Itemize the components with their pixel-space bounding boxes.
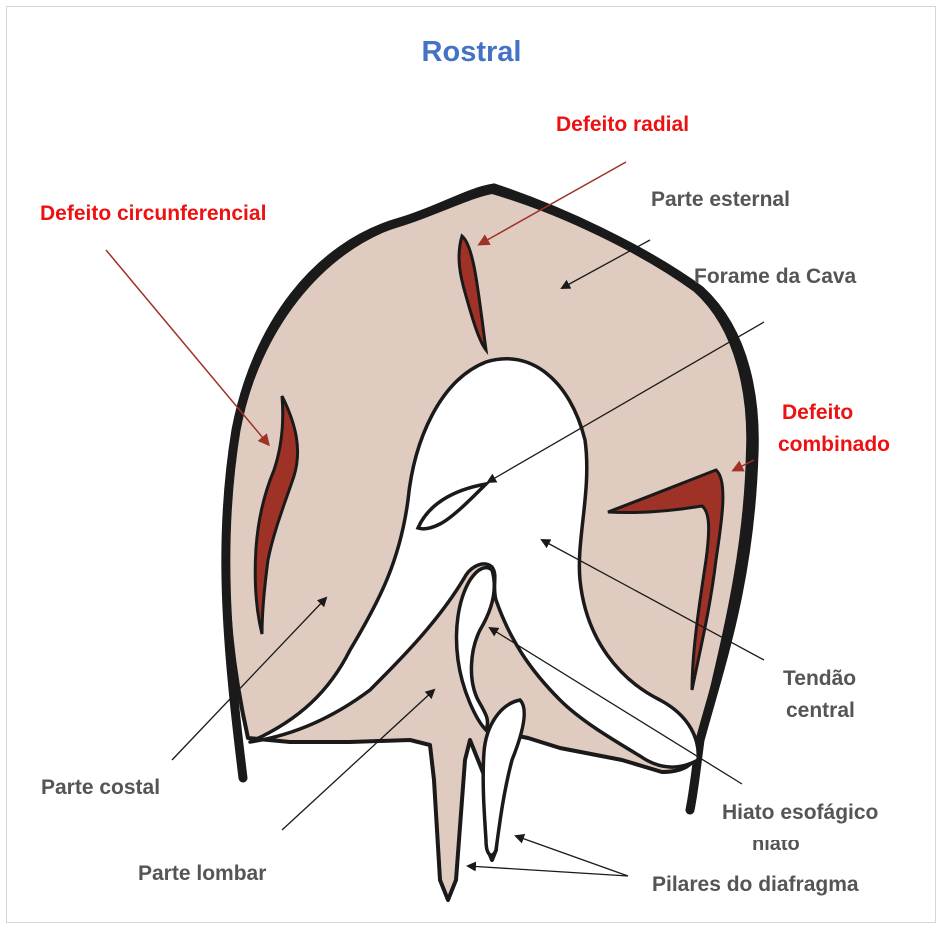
diagram-title: Rostral	[0, 36, 943, 69]
label-parte-costal: Parte costal	[41, 772, 160, 804]
label-defeito-circunferencial: Defeito circunferencial	[40, 198, 266, 230]
label-pilares-do-diafragma: Pilares do diafragma	[652, 869, 859, 901]
label-tendao-central-line2: central	[786, 695, 855, 727]
label-defeito-radial: Defeito radial	[556, 109, 689, 141]
partially-covered-text: hiato	[752, 840, 852, 854]
label-parte-lombar: Parte lombar	[138, 858, 266, 890]
label-defeito-combinado-line2: combinado	[778, 429, 890, 461]
circumferential-defect-pointer	[106, 250, 268, 444]
label-defeito-combinado-line1: Defeito	[782, 397, 853, 429]
label-tendao-central-line1: Tendão	[783, 663, 856, 695]
label-forame-da-cava: Forame da Cava	[694, 261, 856, 293]
label-hiato-esofagico: Hiato esofágico	[722, 797, 878, 829]
label-parte-esternal: Parte esternal	[651, 184, 790, 216]
